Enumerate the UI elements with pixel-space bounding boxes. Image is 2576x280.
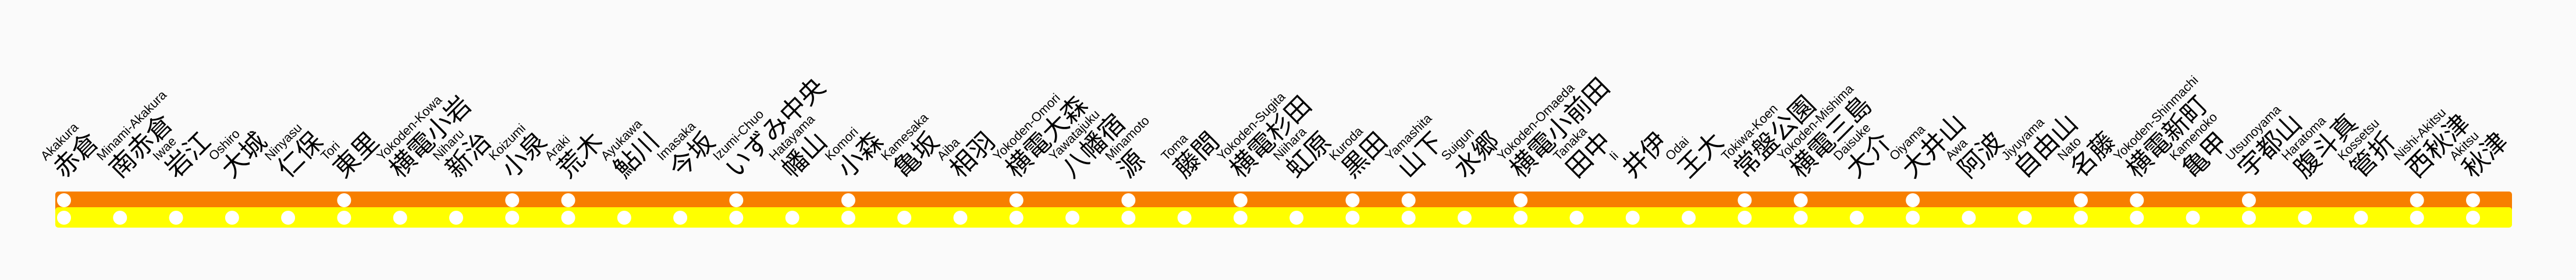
lower-band — [55, 207, 2512, 228]
stop-dot-upper — [1345, 193, 1360, 207]
stop-dot-upper — [337, 193, 351, 207]
station-dots — [57, 193, 2480, 225]
stop-dot-lower — [1625, 211, 1640, 225]
stop-dot-lower — [1793, 211, 1808, 225]
stop-dot-upper — [2130, 193, 2144, 207]
stop-dot-lower — [57, 211, 71, 225]
stop-dot-lower — [729, 211, 744, 225]
stop-dot-lower — [505, 211, 520, 225]
stop-dot-lower — [2186, 211, 2200, 225]
stop-dot-lower — [2298, 211, 2312, 225]
stop-dot-lower — [393, 211, 407, 225]
stop-dot-upper — [1121, 193, 1136, 207]
stop-dot-lower — [1906, 211, 1920, 225]
stop-dot-lower — [1738, 211, 1752, 225]
stop-dot-lower — [281, 211, 296, 225]
stop-dot-lower — [2410, 211, 2424, 225]
stop-dot-upper — [1513, 193, 1528, 207]
stop-dot-upper — [2074, 193, 2088, 207]
stop-dot-lower — [2130, 211, 2144, 225]
stop-dot-upper — [561, 193, 575, 207]
stop-dot-lower — [561, 211, 575, 225]
stop-dot-lower — [1513, 211, 1528, 225]
stop-dot-lower — [953, 211, 968, 225]
stop-dot-lower — [1401, 211, 1416, 225]
stop-dot-lower — [1177, 211, 1192, 225]
stop-dot-upper — [57, 193, 71, 207]
stop-dot-lower — [1962, 211, 1976, 225]
stop-dot-upper — [2410, 193, 2424, 207]
stop-dot-lower — [337, 211, 351, 225]
stop-dot-lower — [1569, 211, 1584, 225]
stop-dot-lower — [2074, 211, 2088, 225]
stop-dot-lower — [1233, 211, 1248, 225]
stop-dot-lower — [2241, 211, 2256, 225]
stop-dot-upper — [1738, 193, 1752, 207]
stop-dot-lower — [2354, 211, 2368, 225]
stop-dot-upper — [729, 193, 744, 207]
stop-dot-lower — [449, 211, 463, 225]
stop-dot-lower — [841, 211, 855, 225]
stop-dot-lower — [1457, 211, 1472, 225]
stop-dot-upper — [1906, 193, 1920, 207]
stop-dot-lower — [617, 211, 631, 225]
stop-dot-lower — [2466, 211, 2480, 225]
stop-dot-lower — [1121, 211, 1136, 225]
stop-dot-upper — [1401, 193, 1416, 207]
stop-dot-upper — [2241, 193, 2256, 207]
stop-dot-upper — [1793, 193, 1808, 207]
stop-dot-lower — [1345, 211, 1360, 225]
stop-dot-upper — [2466, 193, 2480, 207]
stop-dot-lower — [897, 211, 912, 225]
stop-dot-lower — [1682, 211, 1696, 225]
stop-dot-lower — [225, 211, 239, 225]
stop-dot-lower — [1009, 211, 1024, 225]
stop-dot-lower — [1289, 211, 1304, 225]
stop-dot-lower — [2017, 211, 2032, 225]
stop-dot-upper — [841, 193, 855, 207]
stop-dot-upper — [1009, 193, 1024, 207]
stop-dot-lower — [673, 211, 688, 225]
stop-dot-lower — [785, 211, 800, 225]
stop-dot-lower — [1849, 211, 1864, 225]
stop-dot-upper — [505, 193, 520, 207]
stop-dot-lower — [113, 211, 127, 225]
stop-dot-upper — [1233, 193, 1248, 207]
stop-dot-lower — [169, 211, 183, 225]
stop-dot-lower — [1065, 211, 1080, 225]
